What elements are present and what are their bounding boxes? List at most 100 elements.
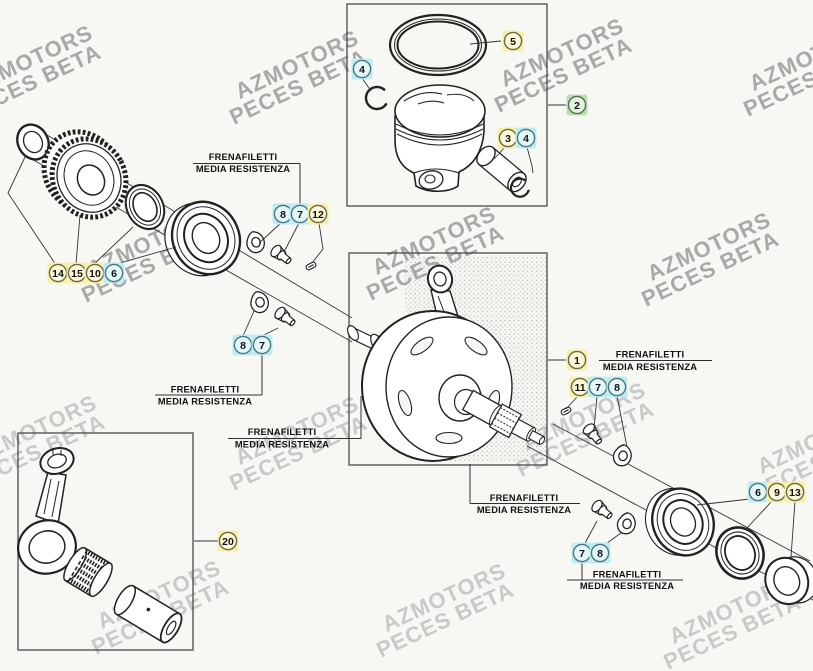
piston-kit-box (346, 3, 548, 207)
callout-4: 4 (515, 127, 537, 149)
retainer-plate (615, 510, 638, 536)
callout-number: 14 (52, 268, 64, 280)
callout-12: 12 (307, 203, 329, 225)
crankshaft-box (348, 252, 548, 466)
leader-line (593, 395, 598, 430)
leader-line (242, 310, 255, 337)
circlip-left (364, 85, 388, 111)
note-labels-layer: FRENAFILETTI MEDIA RESISTENZA FRENAFILETTI… (155, 152, 712, 591)
callout-6: 6 (103, 262, 125, 284)
crankshaft (346, 264, 546, 462)
leader-line (526, 146, 534, 174)
callout-circle (308, 204, 328, 224)
callout-7: 7 (587, 376, 609, 398)
callout-number: 1 (574, 355, 580, 367)
piston-pin (476, 145, 527, 193)
callout-number: 12 (312, 209, 324, 221)
callout-circle (352, 59, 372, 79)
leader-line (696, 498, 751, 506)
threadlocker-note: FRENAFILETTI MEDIA RESISTENZA (193, 152, 301, 205)
callout-6: 6 (747, 481, 769, 503)
callout-15: 15 (66, 262, 88, 284)
leader-lines (7, 40, 796, 558)
note-line2: MEDIA RESISTENZA (158, 397, 252, 407)
callout-13: 13 (784, 481, 806, 503)
callout-11: 11 (569, 376, 591, 398)
leader-line (112, 246, 177, 266)
leader-line (311, 222, 324, 264)
callout-number: 8 (280, 209, 286, 221)
leader-line (565, 395, 579, 410)
note-line1: FRENAFILETTI (490, 493, 559, 503)
primary-gear (41, 129, 129, 220)
callout-20: 20 (217, 530, 239, 552)
callout-circle (218, 531, 238, 551)
note-line1: FRENAFILETTI (209, 152, 278, 162)
callout-8: 8 (272, 203, 294, 225)
callout-circle (252, 335, 272, 355)
callout-7: 7 (251, 334, 273, 356)
note-line2: MEDIA RESISTENZA (580, 581, 674, 591)
callout-circle (567, 95, 587, 115)
callout-circle (785, 482, 805, 502)
flange-bolt (589, 497, 616, 523)
note-line2: MEDIA RESISTENZA (603, 362, 697, 372)
callout-number: 5 (510, 36, 516, 48)
callout-number: 20 (222, 536, 234, 548)
callout-number: 8 (240, 340, 246, 352)
callout-5: 5 (502, 30, 524, 52)
leader-line (258, 222, 282, 244)
callout-number: 11 (574, 382, 585, 394)
retainer-plate (611, 442, 634, 468)
main-bearing-left (164, 200, 242, 277)
leader-line (469, 40, 502, 45)
callout-number: 7 (595, 382, 601, 394)
piston-ring (388, 13, 488, 77)
callout-number: 7 (297, 209, 303, 221)
callout-circle (590, 543, 610, 563)
callout-number: 4 (359, 64, 365, 76)
retainer-plate (243, 228, 268, 256)
callout-number: 13 (789, 487, 801, 499)
oil-seal-small (16, 123, 50, 161)
oil-seal-right (715, 526, 765, 580)
callout-circle (567, 350, 587, 370)
callout-number: 7 (579, 548, 585, 560)
callout-circle (104, 263, 124, 283)
callout-number: 2 (574, 100, 580, 112)
piston (394, 84, 486, 193)
leader-line (283, 222, 300, 253)
callout-number: 9 (774, 487, 780, 499)
callout-circle (503, 31, 523, 51)
leader-line (583, 520, 598, 546)
leader-line (7, 156, 57, 266)
callout-4: 4 (351, 58, 373, 80)
callout-3: 3 (497, 127, 519, 149)
leader-line (93, 226, 134, 265)
woodruff-key (304, 260, 318, 272)
callout-circle (607, 377, 627, 397)
leader-line (616, 395, 628, 448)
note-line2: MEDIA RESISTENZA (196, 164, 290, 174)
threadlocker-note: FRENAFILETTI MEDIA RESISTENZA (155, 355, 263, 407)
callout-14: 14 (47, 262, 69, 284)
callout-10: 10 (84, 262, 106, 284)
callout-2: 2 (566, 94, 588, 116)
callout-number: 8 (614, 382, 620, 394)
flange-bolt (268, 242, 295, 268)
note-line2: MEDIA RESISTENZA (477, 505, 571, 515)
note-line1: FRENAFILETTI (171, 385, 240, 395)
needle-cage (63, 546, 113, 598)
callout-circle (516, 128, 536, 148)
leader-line (75, 214, 81, 265)
